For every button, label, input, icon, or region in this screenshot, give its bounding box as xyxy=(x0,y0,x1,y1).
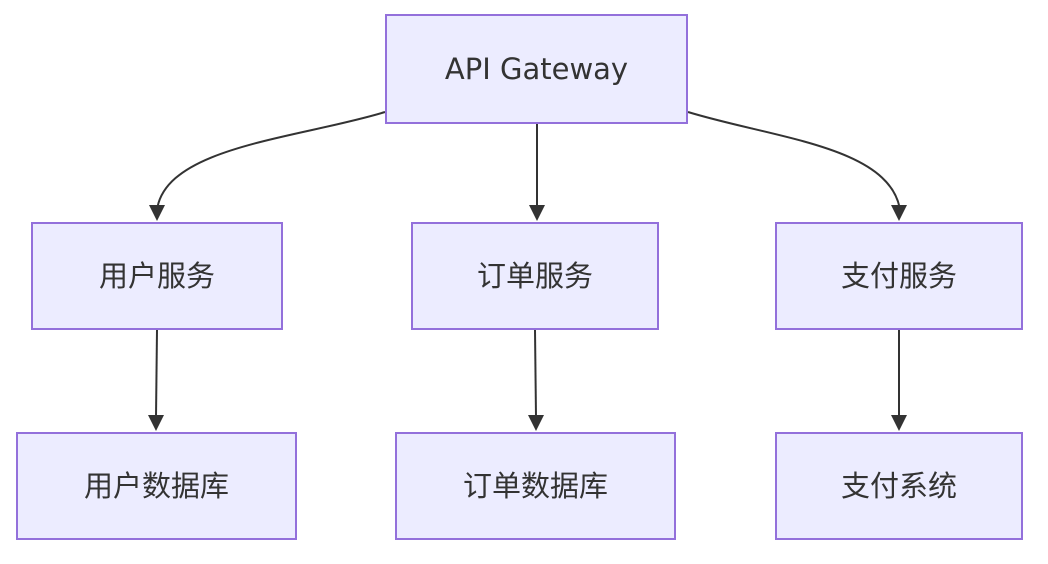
edge-api-gateway-to-order-service xyxy=(529,124,545,221)
node-payment-service: 支付服务 xyxy=(775,222,1023,330)
node-order-service: 订单服务 xyxy=(411,222,659,330)
edge-line xyxy=(155,329,158,418)
edge-order-service-to-order-db xyxy=(528,329,544,431)
arrowhead-down-icon xyxy=(529,205,545,221)
edge-payment-service-to-payment-system xyxy=(891,330,907,431)
node-label: 支付服务 xyxy=(840,258,957,293)
node-payment-system: 支付系统 xyxy=(775,432,1023,540)
node-label: 用户数据库 xyxy=(83,468,229,503)
node-label: 支付系统 xyxy=(840,468,957,503)
arrowhead-down-icon xyxy=(891,415,907,431)
node-user-service: 用户服务 xyxy=(31,222,283,330)
arrowhead-down-icon xyxy=(891,205,907,221)
edge-line xyxy=(534,329,537,418)
arrowhead-down-icon xyxy=(149,205,165,221)
edge-api-gateway-to-payment-service xyxy=(687,111,907,221)
edge-line xyxy=(156,111,386,208)
edge-api-gateway-to-user-service xyxy=(149,111,386,221)
node-user-db: 用户数据库 xyxy=(16,432,297,540)
arrowhead-down-icon xyxy=(528,415,544,431)
node-order-db: 订单数据库 xyxy=(395,432,676,540)
node-label: 用户服务 xyxy=(98,258,215,293)
arrowhead-down-icon xyxy=(148,415,164,431)
node-label: API Gateway xyxy=(444,51,629,86)
edge-line xyxy=(687,111,901,208)
edge-user-service-to-user-db xyxy=(148,329,164,431)
node-label: 订单数据库 xyxy=(462,468,608,503)
node-label: 订单服务 xyxy=(476,258,593,293)
node-api-gateway: API Gateway xyxy=(385,14,688,124)
